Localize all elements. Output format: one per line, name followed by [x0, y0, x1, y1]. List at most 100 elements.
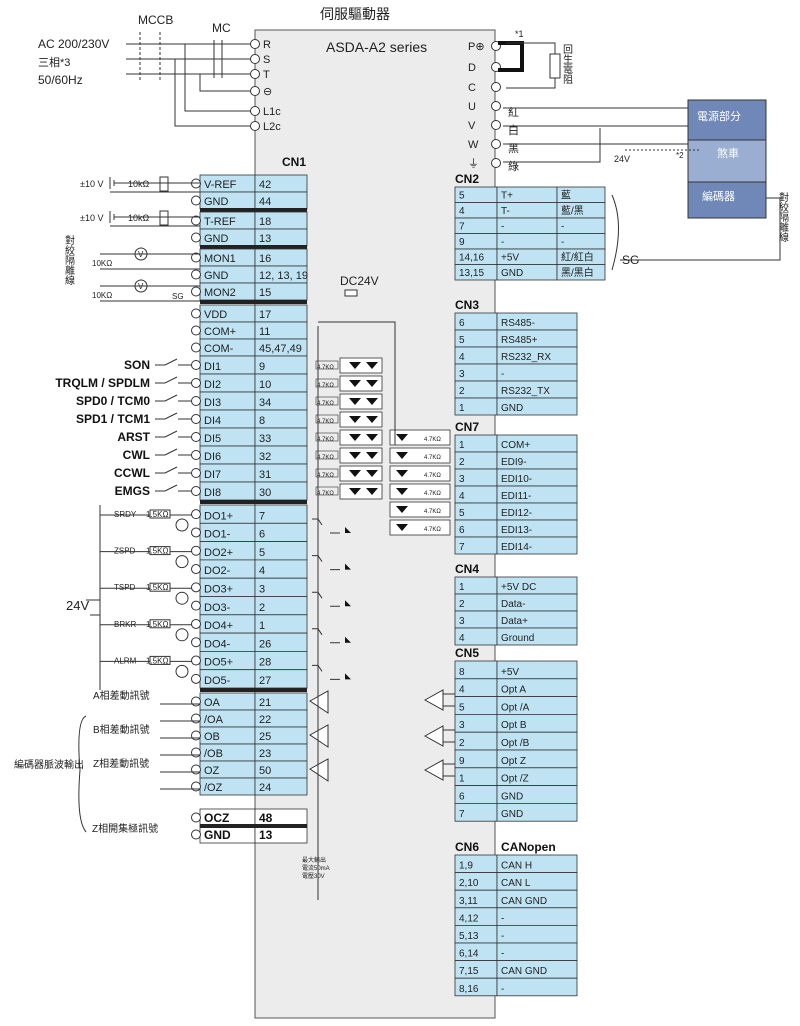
- di-signal-label: EMGS: [115, 484, 150, 498]
- cn6-row-subtitle: CANopen: [501, 840, 556, 854]
- cn5-row-sig: Opt A: [501, 685, 526, 696]
- power-terminal-label: S: [263, 54, 270, 66]
- cn4-row-pin: 4: [459, 633, 465, 644]
- cn1-power-row-label: VDD: [204, 309, 227, 321]
- cn1-do-row-terminal: [191, 582, 201, 593]
- cn2-row-pin: 5: [459, 191, 465, 202]
- cn1-di-row-label: DI7: [204, 469, 221, 481]
- cn7-resistor: 4.7KΩ: [424, 455, 441, 461]
- cn1-enc-row-pin: 21: [259, 697, 271, 709]
- motor-terminal: [491, 120, 501, 130]
- cn1-do-row-label: DO4+: [204, 620, 233, 632]
- do-load-resistor: 1.5KΩ: [146, 620, 168, 629]
- cn2-row-sig: GND: [501, 268, 523, 279]
- cn7-resistor: 4.7KΩ: [424, 491, 441, 497]
- power-terminal: [250, 69, 260, 79]
- cn1-do-row-terminal: [191, 527, 201, 538]
- di-signal-label: SPD1 / TCM1: [76, 412, 150, 426]
- cn1-do-row-pin: 26: [259, 638, 271, 650]
- cn3-row-pin: 2: [459, 386, 465, 397]
- cn1-do-row-label: DO5+: [204, 657, 233, 669]
- cn3-row-sig: RS232_RX: [501, 352, 551, 363]
- cn4-row-sig: Data+: [501, 616, 528, 627]
- cn4-row-title: CN4: [455, 562, 479, 576]
- cn5-row-sig: Opt /A: [501, 702, 530, 713]
- cn1-do-row-label: DO3+: [204, 584, 233, 596]
- cn1-power-row-pin: 17: [259, 309, 271, 321]
- cn1-analog-row-label: GND: [204, 270, 229, 282]
- cn6-row-cell: [496, 942, 578, 962]
- cn1-di-row-label: DI3: [204, 397, 221, 409]
- cn1-di-row-terminal: [191, 396, 201, 406]
- motor-wire-color: 綠: [508, 160, 519, 173]
- motor-twisted-shield: 對絞隔離線: [777, 191, 789, 242]
- cn1-analog-row-label: T-REF: [204, 216, 236, 228]
- cn6-row-pin: 1,9: [459, 861, 473, 872]
- motor-encoder-label: 編碼器: [702, 189, 735, 203]
- cn5-row-sig: Opt Z: [501, 756, 526, 767]
- analog-resistor: 10kΩ: [128, 213, 150, 223]
- motor-terminal-label: ⏚: [468, 157, 479, 170]
- cn2-row-title: CN2: [455, 172, 479, 186]
- cn6-row-sig: CAN GND: [501, 966, 547, 977]
- di-resistor: 4.7KΩ: [317, 401, 334, 407]
- motor-terminal-label: P⊕: [468, 41, 485, 53]
- cn1-do-row-terminal: [191, 600, 201, 611]
- cn5-row-sig: GND: [501, 791, 523, 802]
- cn6-row-pin: 4,12: [459, 913, 479, 924]
- power-terminal-label: T: [263, 69, 270, 81]
- cn2-row-sig: +5V: [501, 253, 519, 264]
- cn1-do-row-pin: 1: [259, 620, 265, 632]
- mon-resistor: 10KΩ: [92, 291, 112, 300]
- cn7-row-sig: EDI13-: [501, 525, 532, 536]
- mccb-label: MCCB: [138, 13, 173, 27]
- cn6-row-cell: [496, 925, 578, 944]
- cn1-enc-row-terminal: [191, 696, 201, 707]
- do-load-resistor: 1.5KΩ: [146, 656, 168, 665]
- power-terminal-label: R: [263, 39, 271, 51]
- cn2-row-color: 藍: [561, 189, 571, 202]
- cn6-row-pin: 3,11: [459, 896, 478, 907]
- cn6-row-sig: CAN GND: [501, 896, 547, 907]
- cn7-row-title: CN7: [455, 420, 479, 434]
- mon-sg: SG: [172, 292, 184, 301]
- cn4-row-pin: 3: [459, 616, 465, 627]
- cn5-row-pin: 2: [459, 738, 465, 749]
- cn6-row-pin: 5,13: [459, 931, 479, 942]
- di-resistor: 4.7KΩ: [317, 365, 334, 371]
- cn3-row-pin: 4: [459, 352, 465, 363]
- cn1-di-row-pin: 9: [259, 361, 265, 373]
- analog-voltage: ±10 V: [80, 179, 103, 189]
- encoder-pair-label: A相差動訊號: [93, 689, 150, 702]
- cn1-power-row-label: COM-: [204, 343, 234, 355]
- cn1-ocz-terminal: [191, 812, 201, 823]
- di-resistor: 4.7KΩ: [317, 437, 334, 443]
- motor-terminal-label: U: [468, 101, 476, 113]
- cn1-di-row-terminal: [191, 432, 201, 442]
- cn7-resistor: 4.7KΩ: [424, 437, 441, 443]
- cn2-row-sig: T+: [501, 191, 513, 202]
- cn3-row-sig: RS485-: [501, 318, 535, 329]
- cn1-do-row-pin: 5: [259, 547, 265, 559]
- cn6-row-sig: CAN H: [501, 861, 532, 872]
- cn3-row-cell: [496, 397, 578, 416]
- di-resistor: 4.7KΩ: [317, 455, 334, 461]
- di-signal-label: ARST: [117, 430, 150, 444]
- di-signal-label: SON: [124, 358, 150, 372]
- cn7-resistor: 4.7KΩ: [424, 527, 441, 533]
- cn1-do-row-label: DO2+: [204, 547, 233, 559]
- cn5-row-title: CN5: [455, 646, 479, 660]
- cn1-enc-row-terminal: [191, 747, 201, 758]
- cn1-di-row-pin: 33: [259, 433, 271, 445]
- motor-terminal-label: C: [468, 82, 476, 94]
- cn2-row-pin: 4: [459, 206, 465, 217]
- cn2-row-cell: [496, 217, 558, 234]
- cn6-row-sig: -: [501, 931, 504, 942]
- cn1-enc-row-terminal: [191, 730, 201, 741]
- motor-terminal-label: V: [468, 120, 476, 132]
- cn7-row-pin: 6: [459, 525, 465, 536]
